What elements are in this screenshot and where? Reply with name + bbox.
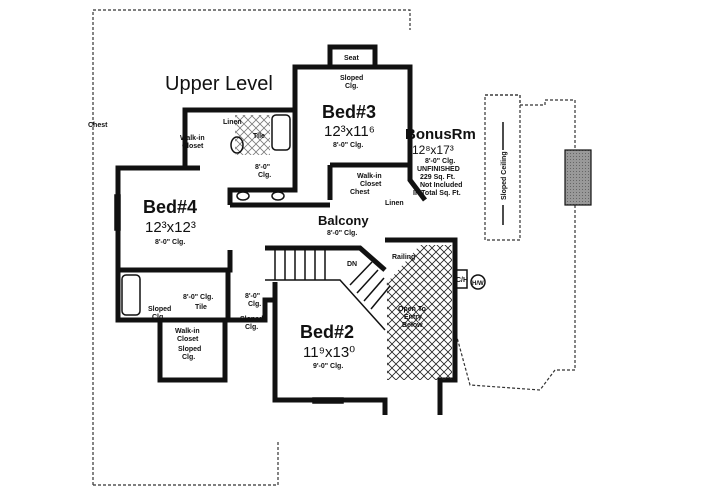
room-name-bed3: Bed#3 [322, 102, 376, 122]
stairs [274, 248, 391, 310]
sloped-label: Sloped [178, 346, 201, 353]
chest-label: Chest [88, 122, 108, 129]
room-ceiling-bed4: 8'-0" Clg. [155, 239, 185, 246]
clg-label: 8'-0" Clg. [183, 294, 213, 301]
bonus-note: 229 Sq. Ft. [420, 174, 455, 181]
walls [115, 44, 458, 415]
window [114, 194, 121, 231]
bonus-note: UNFINISHED [417, 166, 460, 173]
linen-label: Linen [223, 119, 242, 126]
room-size-bed4: 12³x12³ [145, 219, 196, 236]
bonus-note: In Total Sq. Ft. [413, 190, 461, 197]
chest-label: Chest [350, 189, 370, 196]
room-name-balcony: Balcony [318, 213, 369, 228]
plan-title: Upper Level [165, 73, 273, 95]
walkin-label: Closet [177, 336, 199, 343]
room-name-bonus: BonusRm [405, 126, 476, 143]
walkin-label: Walk-in [180, 135, 205, 142]
sloped-label: Sloped [340, 75, 363, 82]
room-ceiling-bed2: 9'-0" Clg. [313, 363, 343, 370]
fixtures [114, 114, 486, 404]
room-size-bonus: 12⁸x17³ [412, 143, 454, 157]
bathtub [121, 274, 141, 316]
sink [236, 191, 250, 201]
walkin-label: Walk-in [175, 328, 200, 335]
room-ceiling-bed3: 8'-0" Clg. [333, 142, 363, 149]
toilet [230, 136, 244, 154]
chimney [564, 149, 592, 206]
tile-label: Tile [253, 133, 265, 140]
open-to-entry-label: Open To [398, 306, 426, 313]
room-size-bed3: 12³x11⁶ [324, 123, 375, 140]
hw-heater [470, 274, 486, 290]
sink [271, 191, 285, 201]
open-to-entry-label: Entry [404, 314, 422, 321]
ch-unit [454, 269, 468, 289]
tile-label: Tile [195, 304, 207, 311]
seat-label: Seat [344, 55, 359, 62]
sloped-ceiling-label: Sloped Ceiling [501, 151, 508, 200]
roof-outline [92, 9, 576, 486]
walkin-label: Walk-in [357, 173, 382, 180]
sloped-label: Clg. [345, 83, 358, 90]
bathtub [271, 114, 291, 151]
sloped-label: Clg. [152, 314, 165, 321]
bonus-note: Not Included [420, 182, 462, 189]
sloped-label: Sloped [148, 306, 171, 313]
linen-label: Linen [385, 200, 404, 207]
room-name-bed4: Bed#4 [143, 197, 197, 217]
clg-label: Clg. [248, 301, 261, 308]
clg-label: Clg. [258, 172, 271, 179]
walkin-label: Closet [182, 143, 204, 150]
sloped-label: Clg. [182, 354, 195, 361]
hw-label: H/W [472, 281, 484, 287]
room-name-bed2: Bed#2 [300, 322, 354, 342]
room-size-bed2: 11⁹x13⁰ [303, 344, 355, 361]
railing-label: Railing [392, 254, 415, 261]
bonus-note: 8'-0" Clg. [425, 158, 455, 165]
clg-label: 8'-0" [255, 164, 270, 171]
room-ceiling-balcony: 8'-0" Clg. [327, 230, 357, 237]
sloped-label: Clg. [245, 324, 258, 331]
ch-label: C/H [456, 277, 468, 284]
window [312, 397, 344, 404]
walkin-label: Closet [360, 181, 382, 188]
sloped-label: Sloped [240, 316, 263, 323]
clg-label: 8'-0" [245, 293, 260, 300]
stairs-down-label: DN [347, 261, 357, 268]
open-to-entry-label: Below [402, 322, 423, 329]
